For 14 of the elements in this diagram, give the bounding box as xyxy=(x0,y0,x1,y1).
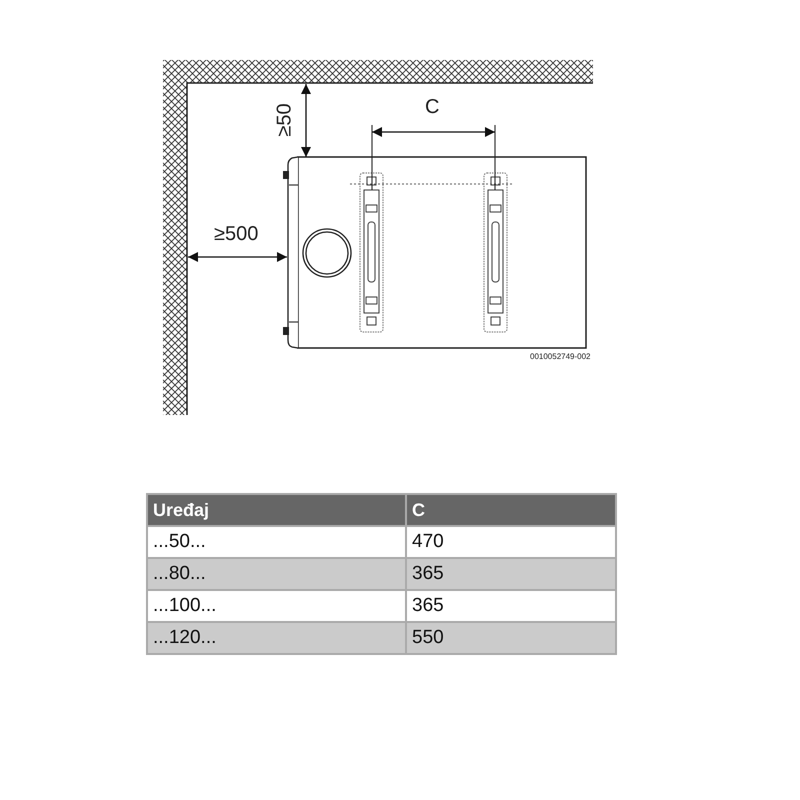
table-cell: ...120... xyxy=(148,623,405,653)
table-header: Uređaj xyxy=(148,495,405,525)
table-cell: ...80... xyxy=(148,559,405,589)
dimension-label: ≥500 xyxy=(214,224,258,244)
table-cell: 365 xyxy=(407,559,615,589)
table-cell: 550 xyxy=(407,623,615,653)
drawing-number: 0010052749-002 xyxy=(530,353,591,361)
dimension-label: ≥50 xyxy=(274,103,294,137)
table-cell: 470 xyxy=(407,527,615,557)
dimension-label: C xyxy=(425,97,440,117)
table-cell: ...100... xyxy=(148,591,405,621)
table-header: C xyxy=(407,495,615,525)
table-cell: 365 xyxy=(407,591,615,621)
table-cell: ...50... xyxy=(148,527,405,557)
